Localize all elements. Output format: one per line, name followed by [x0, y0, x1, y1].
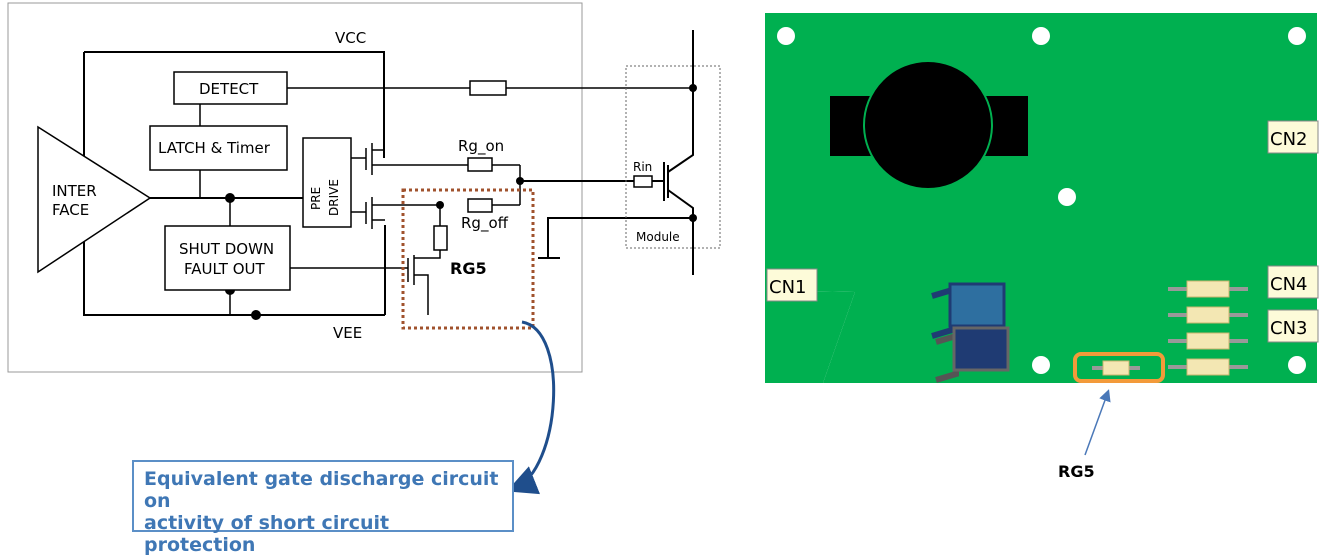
pcb-board: CN1 CN2 CN3 CN4: [765, 13, 1319, 383]
rg-off-resistor: [467, 198, 493, 213]
predrive-block: [302, 137, 352, 228]
left-rail: [83, 52, 385, 316]
rg-on-resistor: [467, 157, 493, 172]
transistor-upper: [931, 282, 1006, 339]
cn3-box: [1267, 309, 1319, 343]
board-body: [765, 13, 1317, 383]
note-line-2: activity of short circuit protection: [144, 512, 390, 556]
note-line-1: Equivalent gate discharge circuit on: [144, 468, 499, 512]
diagram-canvas: VCC VEE INTER FACE DETECT LATCH & Timer …: [7, 2, 1319, 495]
callout-arrow: [506, 320, 556, 495]
mount-hole: [1058, 188, 1076, 206]
mount-hole: [1032, 356, 1050, 374]
rg5-highlight-box: [401, 188, 535, 330]
rg5-mosfet: [407, 255, 429, 315]
detect-block: [173, 71, 288, 105]
interface-label-1: INTER: [52, 182, 97, 200]
shutdown-block: [164, 225, 291, 291]
note-box: Equivalent gate discharge circuit on act…: [132, 460, 514, 556]
detect-resistor: [469, 80, 507, 96]
vcc-rail: [84, 51, 385, 158]
junction-vee: [251, 310, 261, 320]
detect-label: DETECT: [199, 80, 259, 98]
lower-mosfet: [351, 197, 440, 229]
cn1-box: [766, 268, 818, 302]
transistor-lower: [935, 326, 1010, 383]
board-corner: [765, 290, 855, 383]
predrive-label-1: PRE: [309, 187, 323, 210]
mount-hole: [1288, 27, 1306, 45]
rg5-callout-arrow: [1084, 389, 1111, 456]
vee-label: VEE: [333, 324, 362, 342]
module-label: Module: [636, 230, 680, 244]
rg5-bottom-line: [428, 250, 441, 259]
rin-label: Rin: [633, 160, 652, 174]
shutdown-label-2: FAULT OUT: [184, 260, 265, 278]
cn4-label: CN4: [1270, 274, 1308, 295]
rg5-component: [1102, 360, 1130, 376]
cn2-box: [1267, 120, 1319, 154]
rin-resistor: [633, 175, 653, 188]
rg5-resistor: [433, 225, 448, 251]
rg5-schematic-label: RG5: [450, 259, 487, 278]
mount-hole: [1032, 27, 1050, 45]
predrive-label-2: DRIVE: [327, 179, 341, 216]
capacitor: [863, 60, 993, 190]
cn3-label: CN3: [1270, 318, 1308, 339]
resistor-array: [1168, 280, 1248, 376]
rg5-callout-label: RG5: [1058, 462, 1095, 481]
rg-on-label: Rg_on: [458, 137, 504, 156]
shutdown-label-1: SHUT DOWN: [179, 240, 274, 258]
rg-off-label: Rg_off: [461, 214, 509, 233]
interface-label-2: FACE: [52, 201, 89, 219]
collector-junction: [689, 84, 697, 92]
mount-hole: [777, 27, 795, 45]
schematic-frame: [7, 2, 583, 373]
mount-hole: [1288, 356, 1306, 374]
cn4-box: [1267, 265, 1319, 299]
cn2-label: CN2: [1270, 129, 1308, 150]
rg5-pcb-highlight: [1073, 352, 1165, 383]
module-box: [625, 65, 721, 249]
vcc-label: VCC: [335, 29, 366, 47]
upper-mosfet: [351, 138, 520, 175]
emitter-junction: [689, 214, 697, 222]
interface-block: [37, 125, 152, 274]
latch-label: LATCH & Timer: [158, 139, 271, 157]
schematic: VCC VEE INTER FACE DETECT LATCH & Timer …: [7, 2, 721, 373]
emitter-return: [547, 217, 693, 258]
cn1-label: CN1: [769, 277, 807, 298]
latch-block: [149, 125, 288, 171]
